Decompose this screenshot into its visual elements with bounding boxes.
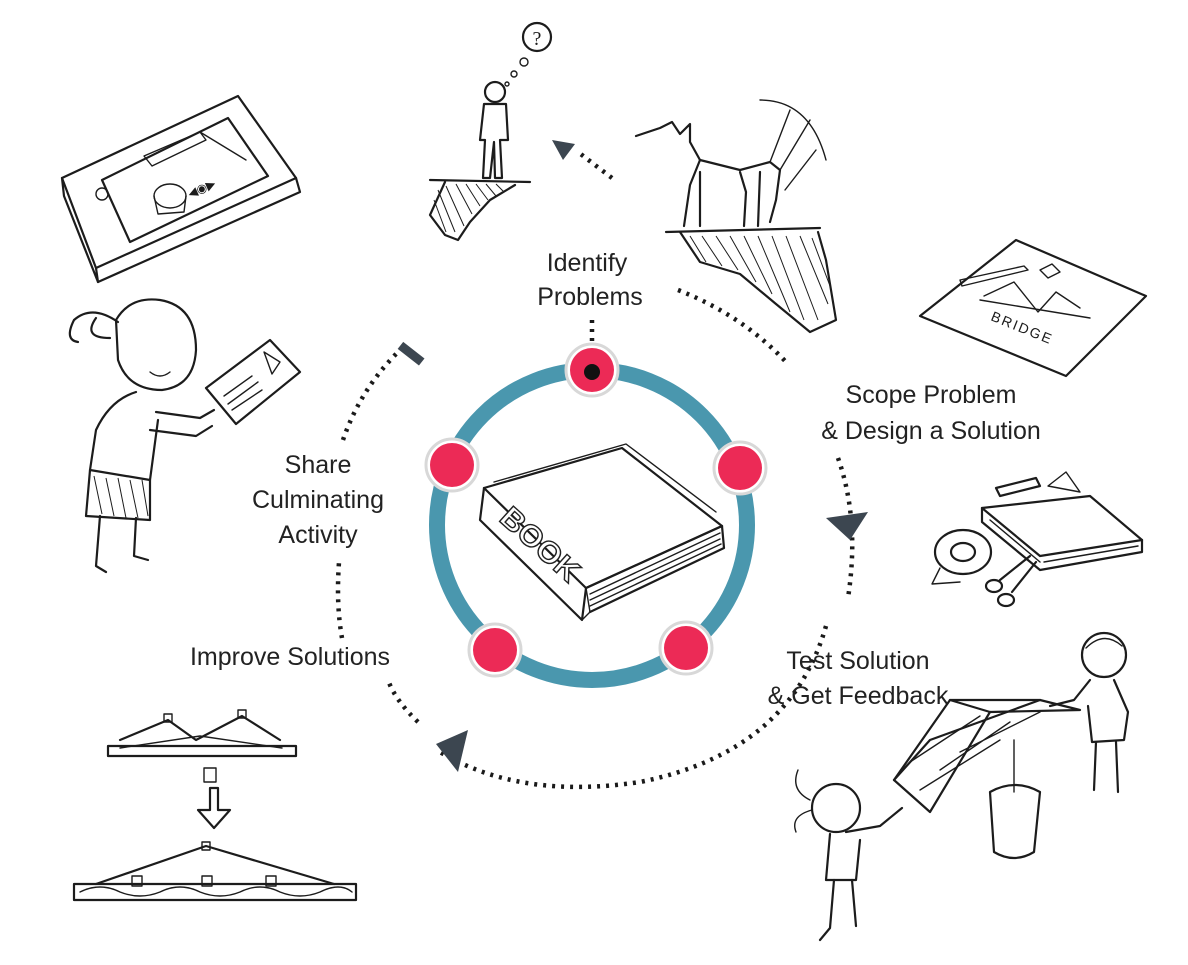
ring-node-top: [564, 342, 620, 398]
stage-share-line3: Activity: [278, 521, 358, 549]
cycle-end-bar: [397, 341, 425, 366]
book-sketch: BOOK: [478, 443, 726, 622]
kids-testing-bridge-sketch: [794, 631, 1130, 942]
ring-node-right: [712, 440, 768, 496]
stage-share-line2: Culminating: [252, 486, 384, 514]
connector-improve-to-share: [385, 679, 420, 724]
ring-node-bottom-left: [467, 622, 523, 678]
girl-reading-sketch: [68, 298, 302, 574]
ring-node-bottom-right: [658, 620, 714, 676]
connector-share-to-identify: [340, 350, 400, 441]
stage-test-label: Test Solution & Get Feedback: [768, 647, 949, 710]
ring-node-left: [424, 437, 480, 493]
plan-paper-text: BRIDGE: [989, 308, 1056, 347]
arrowhead-test-to-improve: [436, 730, 468, 772]
stage-identify-line2: Problems: [537, 283, 643, 311]
stage-scope-line2: & Design a Solution: [821, 417, 1041, 445]
arrowhead-to-thinker: [552, 140, 575, 160]
stage-improve-line1: Improve Solutions: [190, 643, 390, 671]
stage-scope-line1: Scope Problem: [846, 381, 1017, 409]
materials-sketch: [931, 471, 1144, 608]
stage-test-line2: & Get Feedback: [768, 682, 949, 710]
thought-bubble-question: ?: [533, 28, 542, 50]
book-title: BOOK: [493, 501, 586, 589]
bridge-improvement-sketch: [72, 709, 358, 902]
central-ring: [424, 342, 768, 688]
stage-share-label: Share Culminating Activity: [252, 451, 384, 549]
stage-identify-label: Identify Problems: [537, 249, 643, 311]
connector-share-to-improve: [335, 561, 345, 639]
bridge-plan-paper-sketch: BRIDGE: [918, 238, 1148, 378]
thinker-on-cliff-sketch: ?: [428, 21, 553, 242]
stage-share-line1: Share: [285, 451, 352, 479]
connector-test-to-improve: [438, 625, 829, 790]
connector-identify-to-thinker: [576, 150, 614, 180]
phone-sketch: ◀◉▶: [60, 94, 302, 284]
dog-on-cliff-sketch: [634, 99, 838, 334]
stage-scope-label: Scope Problem & Design a Solution: [821, 381, 1041, 445]
active-node-marker: [584, 364, 600, 380]
stage-identify-line1: Identify: [547, 249, 628, 277]
connector-identify-to-scope: [677, 287, 788, 364]
stage-test-line1: Test Solution: [786, 647, 929, 675]
phone-icon-controls: ◀◉▶: [186, 176, 219, 201]
arrowhead-scope-to-test: [826, 512, 868, 540]
stage-improve-label: Improve Solutions: [190, 643, 390, 671]
